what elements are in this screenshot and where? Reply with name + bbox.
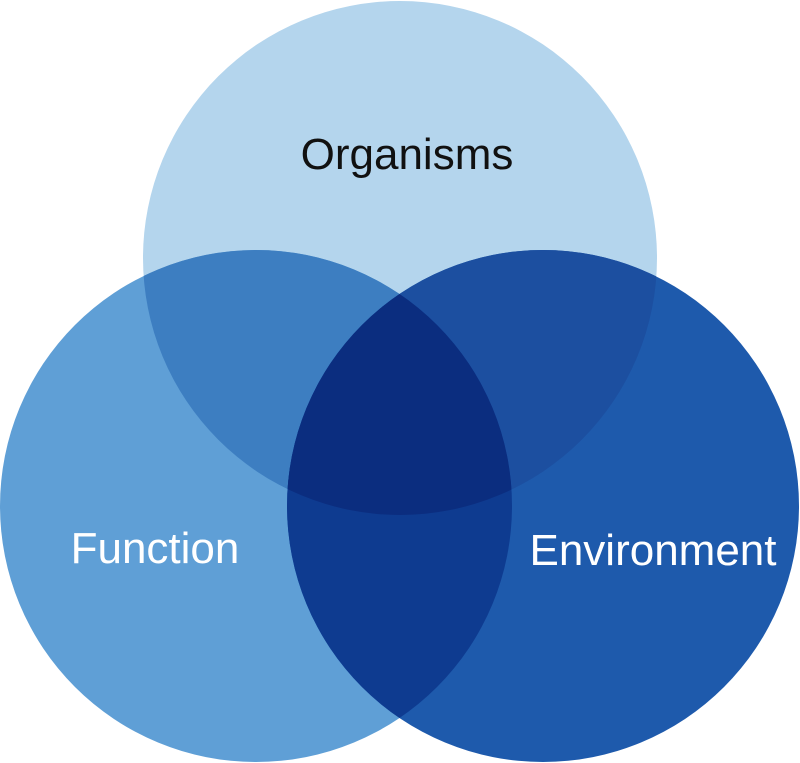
label-organisms: Organisms [301,130,514,179]
label-function: Function [71,524,240,573]
overlap-center [287,250,512,515]
label-environment: Environment [529,526,776,575]
